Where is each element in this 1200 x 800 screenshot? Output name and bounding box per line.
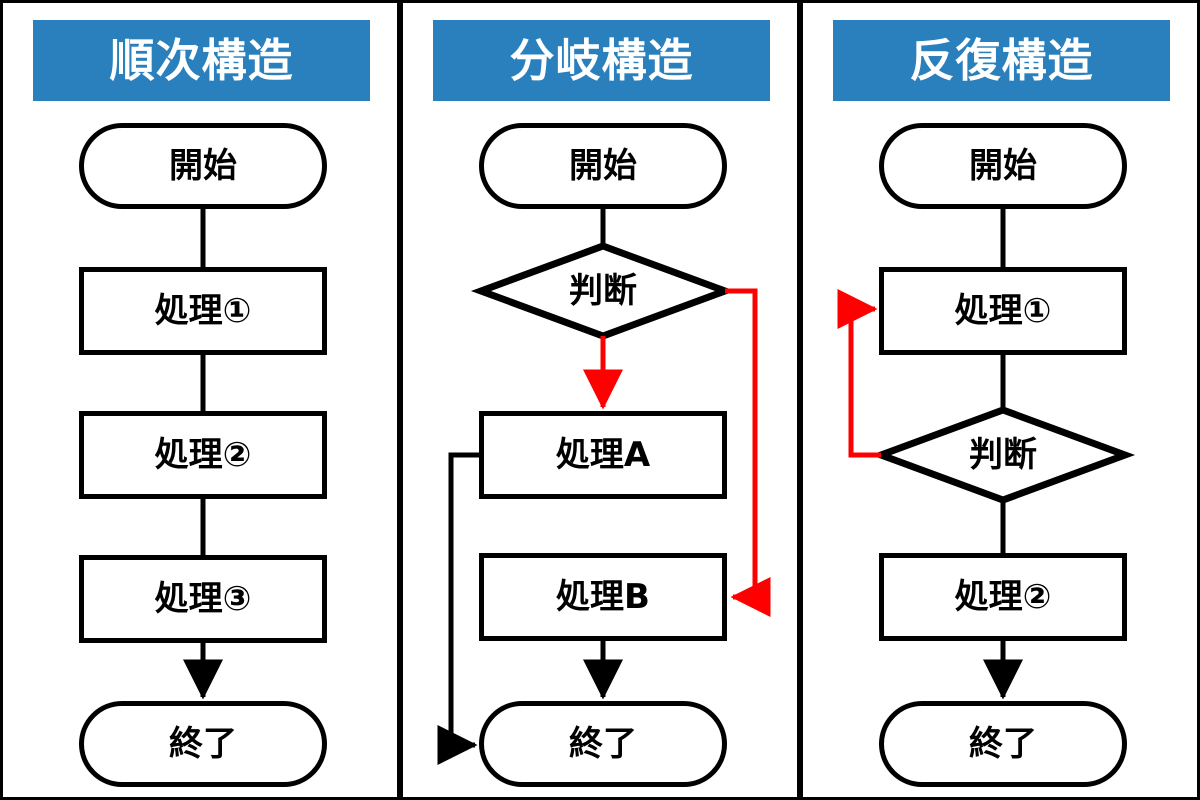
panel-title: 分岐構造	[509, 34, 694, 87]
panel-title: 反復構造	[909, 34, 1094, 87]
node-label: 処理①	[954, 291, 1052, 331]
connector-procA-to-end	[437, 452, 479, 765]
panel-header-loop: 反復構造	[833, 20, 1170, 101]
node-proc1[interactable]: 処理①	[879, 267, 1127, 355]
node-start[interactable]: 開始	[479, 123, 727, 209]
panel-header-sequence: 順次構造	[33, 20, 370, 101]
node-label: 処理③	[154, 579, 252, 619]
node-label: 開始	[969, 146, 1037, 186]
node-label: 処理②	[154, 435, 252, 475]
node-judge[interactable]: 判断	[875, 409, 1131, 501]
node-label: 判断	[569, 271, 637, 311]
node-label: 終了	[569, 724, 637, 764]
panel-branch: 分岐構造 開始	[400, 0, 800, 800]
node-procB[interactable]: 処理B	[479, 553, 727, 641]
node-label: 処理①	[154, 291, 252, 331]
node-proc2[interactable]: 処理②	[879, 553, 1127, 641]
node-end[interactable]: 終了	[879, 701, 1127, 787]
node-label: 処理②	[954, 577, 1052, 617]
node-judge[interactable]: 判断	[475, 245, 731, 337]
panel-loop: 反復構造 開始	[800, 0, 1200, 800]
node-start[interactable]: 開始	[879, 123, 1127, 209]
node-label: 終了	[169, 724, 237, 764]
node-end[interactable]: 終了	[479, 701, 727, 787]
node-proc2[interactable]: 処理②	[79, 411, 327, 499]
node-label: 処理B	[556, 577, 650, 617]
node-proc3[interactable]: 処理③	[79, 555, 327, 643]
node-label: 判断	[969, 435, 1037, 475]
node-label: 開始	[169, 146, 237, 186]
node-procA[interactable]: 処理A	[479, 411, 727, 499]
panel-header-branch: 分岐構造	[433, 20, 770, 101]
panel-sequence: 順次構造 開始 処理① 処理② 処理③	[0, 0, 400, 800]
node-proc1[interactable]: 処理①	[79, 267, 327, 355]
node-start[interactable]: 開始	[79, 123, 327, 209]
node-label: 開始	[569, 146, 637, 186]
node-label: 終了	[969, 724, 1037, 764]
node-end[interactable]: 終了	[79, 701, 327, 787]
node-label: 処理A	[555, 435, 651, 475]
panel-title: 順次構造	[109, 34, 294, 87]
